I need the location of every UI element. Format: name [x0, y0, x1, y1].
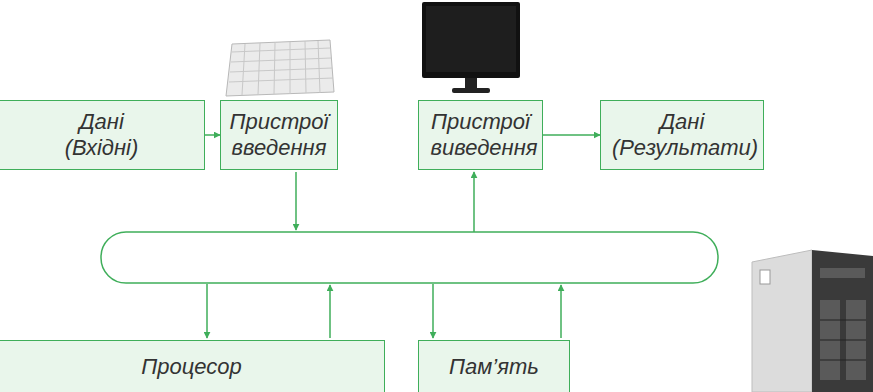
process-box: Пристрої введення: [220, 100, 338, 170]
bus-arrows: [207, 172, 561, 338]
keyboard-picture: [226, 40, 334, 96]
flow-arrow: [205, 134, 220, 136]
process-box: Пристрої виведення: [418, 100, 543, 170]
box-label: Пристрої виведення: [431, 109, 531, 162]
process-box: Пам’ять: [418, 340, 570, 392]
flow-arrow: [543, 134, 600, 136]
process-box: Дані (Вхідні): [0, 100, 205, 170]
system-bus: [101, 232, 718, 283]
box-label: Пристрої введення: [229, 109, 329, 162]
box-label: Дані (Вхідні): [42, 109, 162, 162]
monitor-picture: [422, 2, 520, 93]
box-label: Дані (Результати): [612, 109, 752, 162]
process-box: Процесор: [0, 340, 385, 392]
box-label: Пам’ять: [449, 354, 539, 380]
box-label: Процесор: [141, 354, 241, 380]
process-box: Дані (Результати): [600, 100, 764, 170]
server-picture: [752, 250, 873, 392]
